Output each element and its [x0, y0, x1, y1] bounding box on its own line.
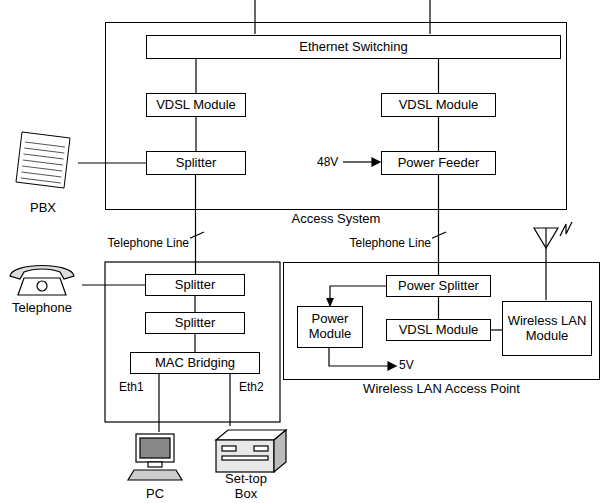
connector	[438, 117, 439, 151]
port-label: Eth2	[238, 380, 265, 394]
line-label: Telephone Line	[349, 236, 432, 250]
connector	[195, 117, 196, 151]
port-label: Eth1	[118, 380, 145, 394]
process-box: Splitter	[145, 312, 245, 334]
arrow-head	[388, 362, 396, 370]
power-output-arrow	[329, 347, 390, 366]
connector	[195, 175, 196, 274]
telephone-icon	[2, 258, 82, 298]
voltage-label: 48V	[316, 155, 339, 169]
node-label: Power Module	[298, 312, 362, 342]
voltage-label: 5V	[398, 358, 415, 372]
connector	[438, 175, 439, 275]
set-top-box-icon	[200, 426, 292, 476]
uplink-line	[429, 0, 430, 34]
uplink-line	[254, 0, 255, 34]
node-label: VDSL Module	[156, 98, 236, 113]
process-box: VDSL Module	[386, 319, 491, 341]
node-label: PBX	[8, 201, 78, 216]
node-label: Wireless LAN Module	[503, 314, 591, 344]
process-box: Power Splitter	[386, 275, 491, 297]
antenna-mast	[545, 228, 546, 300]
group-title: Access System	[106, 211, 566, 226]
process-box: Power Feeder	[381, 151, 496, 175]
process-box: Ethernet Switching	[146, 35, 561, 59]
process-box: Splitter	[146, 151, 246, 175]
connector	[195, 59, 196, 93]
connector	[438, 297, 439, 319]
system-box: Access SystemEthernet SwitchingVDSL Modu…	[105, 22, 567, 210]
connector	[229, 374, 230, 426]
node-label: Splitter	[175, 278, 215, 293]
connector	[491, 329, 502, 330]
power-input-arrow	[343, 161, 374, 162]
process-box: Power Module	[297, 306, 363, 348]
node-label: Power Feeder	[398, 156, 480, 171]
connector	[78, 162, 146, 163]
connector	[82, 284, 145, 285]
connector	[194, 296, 195, 312]
node-label: Telephone	[2, 301, 82, 316]
set-top-box: Set-top Box	[200, 426, 292, 502]
connector	[330, 286, 386, 306]
node-label: Ethernet Switching	[299, 40, 407, 55]
connector	[158, 374, 159, 432]
connector	[194, 334, 195, 352]
process-box: VDSL Module	[381, 93, 496, 117]
access-point-box: Wireless LAN Access PointPower SplitterP…	[283, 262, 600, 380]
process-box: Splitter	[145, 274, 245, 296]
connector	[438, 59, 439, 93]
node-label: MAC Bridging	[155, 356, 235, 371]
antenna-symbol	[534, 228, 558, 248]
radio-symbol	[560, 222, 572, 236]
pbx: PBX	[8, 128, 78, 216]
node-label: Splitter	[175, 316, 215, 331]
cpe-box	[105, 262, 280, 422]
node-label: VDSL Module	[399, 323, 479, 338]
node-label: Set-top Box	[218, 472, 274, 502]
pbx-icon	[8, 128, 78, 192]
process-box: Wireless LAN Module	[502, 301, 592, 356]
arrow-head	[372, 158, 380, 166]
node-label: PC	[122, 487, 188, 502]
line-label: Telephone Line	[107, 236, 190, 250]
pc: PC	[122, 432, 188, 502]
node-label: Splitter	[176, 156, 216, 171]
process-box: VDSL Module	[146, 93, 246, 117]
node-label: Power Splitter	[398, 279, 479, 294]
pc-icon	[122, 432, 188, 484]
telephone: Telephone	[2, 258, 82, 316]
node-label: VDSL Module	[399, 98, 479, 113]
group-title: Wireless LAN Access Point	[284, 381, 599, 396]
process-box: MAC Bridging	[130, 352, 260, 374]
